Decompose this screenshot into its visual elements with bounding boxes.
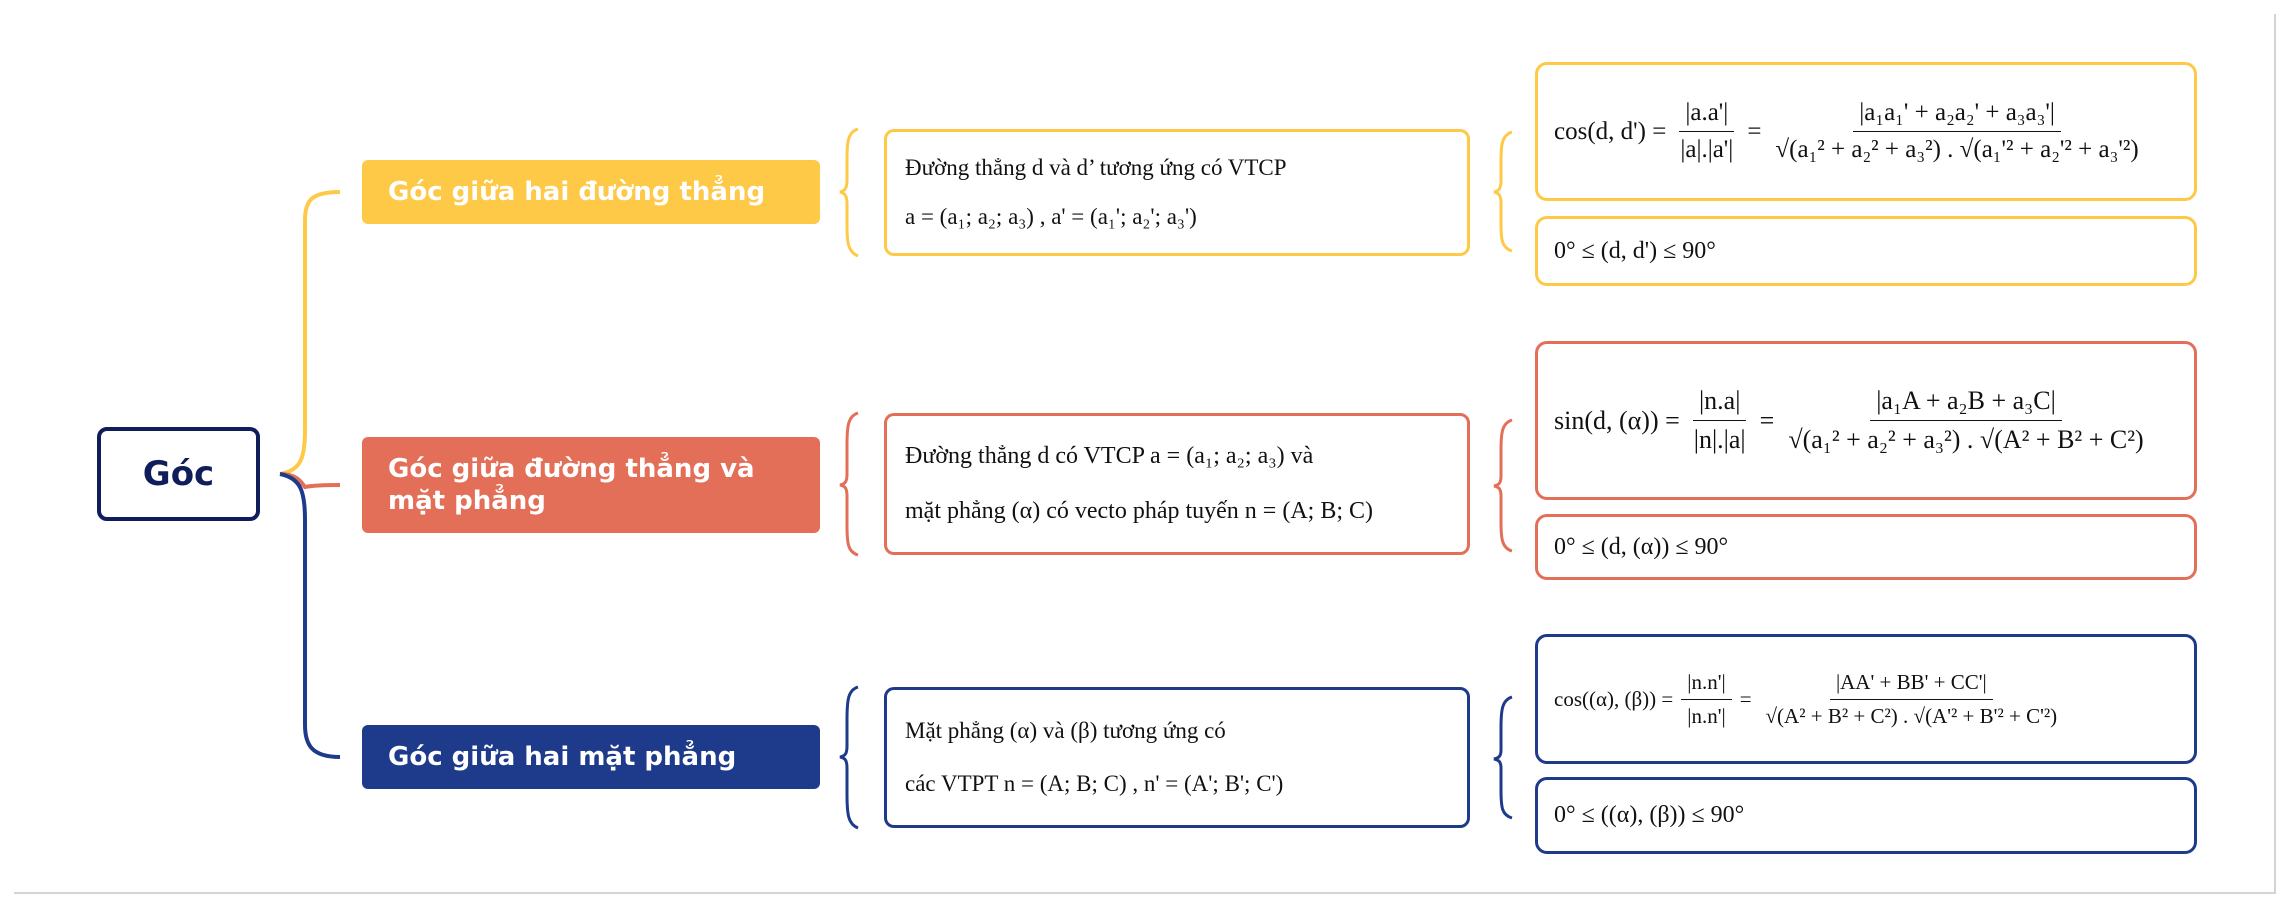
range-text: 0° ≤ ((α), (β)) ≤ 90° [1554, 802, 1745, 828]
brace-formula-2 [1493, 418, 1513, 553]
formula-cos-two-planes: cos((α), (β)) = |n.n'| |n.n'| = |AA' + B… [1535, 634, 2197, 764]
fraction-denominator: |a|.|a'| [1680, 136, 1734, 163]
range-two-lines: 0° ≤ (d, d') ≤ 90° [1535, 216, 2197, 286]
fraction-denominator: |n|.|a| [1693, 425, 1746, 454]
root-label: Góc [142, 454, 215, 494]
branch-angle-two-planes: Góc giữa hai mặt phẳng [362, 725, 820, 789]
description-line: Đường thẳng d có VTCP a = (a₁; a₂; a₃) v… [905, 443, 1314, 470]
range-text: 0° ≤ (d, (α)) ≤ 90° [1554, 533, 1729, 560]
fraction-vector: |n.n'| |n.n'| [1681, 670, 1732, 729]
formula-lhs: cos((α), (β)) = [1554, 686, 1674, 711]
description-two-lines: Đường thẳng d và d’ tương ứng có VTCP a … [884, 129, 1470, 256]
description-line-plane: Đường thẳng d có VTCP a = (a₁; a₂; a₃) v… [884, 413, 1470, 555]
description-line: mặt phẳng (α) có vecto pháp tuyến n = (A… [905, 497, 1373, 524]
description-line: Đường thẳng d và d’ tương ứng có VTCP [905, 155, 1287, 180]
branch-angle-two-lines: Góc giữa hai đường thẳng [362, 160, 820, 224]
description-line: các VTPT n = (A; B; C) , n' = (A'; B'; C… [905, 771, 1284, 797]
connector-root-to-branch-3 [279, 472, 341, 759]
range-two-planes: 0° ≤ ((α), (β)) ≤ 90° [1535, 777, 2197, 854]
connector-root-to-branch-1 [279, 190, 341, 476]
fraction-numerator: |AA' + BB' + CC'| [1829, 670, 1993, 700]
brace-branch-2 [839, 411, 859, 557]
equals-sign: = [1747, 117, 1762, 145]
fraction-denominator: √(a₁² + a₂² + a₃²) . √(a₁'² + a₂'² + a₃'… [1775, 136, 2139, 163]
formula-cos-two-lines: cos(d, d') = |a.a'| |a|.|a'| = |a₁a₁' + … [1535, 62, 2197, 201]
connector-root-to-branch-2 [279, 472, 341, 490]
fraction-numerator: |a₁a₁' + a₂a₂' + a₃a₃'| [1853, 99, 2061, 132]
description-line: a = (a₁; a₂; a₃) , a' = (a₁'; a₂'; a₃') [905, 204, 1197, 229]
branch-1-label: Góc giữa hai đường thẳng [388, 177, 766, 207]
fraction-numerator: |a₁A + a₂B + a₃C| [1870, 386, 2062, 421]
range-text: 0° ≤ (d, d') ≤ 90° [1554, 237, 1716, 264]
fraction-vector: |n.a| |n|.|a| [1688, 386, 1752, 455]
fraction-coordinates: |a₁a₁' + a₂a₂' + a₃a₃'| √(a₁² + a₂² + a₃… [1769, 99, 2144, 164]
equals-sign: = [1739, 686, 1752, 711]
range-line-plane: 0° ≤ (d, (α)) ≤ 90° [1535, 514, 2197, 580]
formula-sin-line-plane: sin(d, (α)) = |n.a| |n|.|a| = |a₁A + a₂B… [1535, 341, 2197, 500]
description-line: Mặt phẳng (α) và (β) tương ứng có [905, 717, 1226, 743]
fraction-denominator: √(A² + B² + C²) . √(A'² + B'² + C'²) [1765, 703, 2058, 728]
fraction-denominator: √(a₁² + a₂² + a₃²) . √(A² + B² + C²) [1788, 425, 2144, 454]
branch-2-label: Góc giữa đường thẳng và mặt phẳng [388, 454, 755, 516]
description-two-planes: Mặt phẳng (α) và (β) tương ứng có các VT… [884, 687, 1470, 828]
formula-lhs: cos(d, d') = [1554, 117, 1667, 145]
brace-formula-3 [1493, 695, 1513, 820]
fraction-coordinates: |a₁A + a₂B + a₃C| √(a₁² + a₂² + a₃²) . √… [1782, 386, 2149, 455]
fraction-coordinates: |AA' + BB' + CC'| √(A² + B² + C²) . √(A'… [1760, 670, 2064, 729]
brace-branch-1 [839, 127, 859, 258]
brace-formula-1 [1493, 130, 1513, 253]
fraction-numerator: |n.n'| [1681, 670, 1732, 700]
brace-branch-3 [839, 685, 859, 830]
fraction-denominator: |n.n'| [1687, 703, 1726, 728]
diagram-frame [14, 14, 2276, 894]
branch-3-label: Góc giữa hai mặt phẳng [388, 742, 737, 772]
fraction-vector: |a.a'| |a|.|a'| [1674, 99, 1739, 164]
formula-lhs: sin(d, (α)) = [1554, 405, 1680, 435]
equals-sign: = [1759, 405, 1775, 435]
branch-angle-line-plane: Góc giữa đường thẳng và mặt phẳng [362, 437, 820, 533]
root-node: Góc [97, 427, 260, 521]
fraction-numerator: |n.a| [1692, 386, 1747, 421]
fraction-numerator: |a.a'| [1679, 99, 1735, 132]
